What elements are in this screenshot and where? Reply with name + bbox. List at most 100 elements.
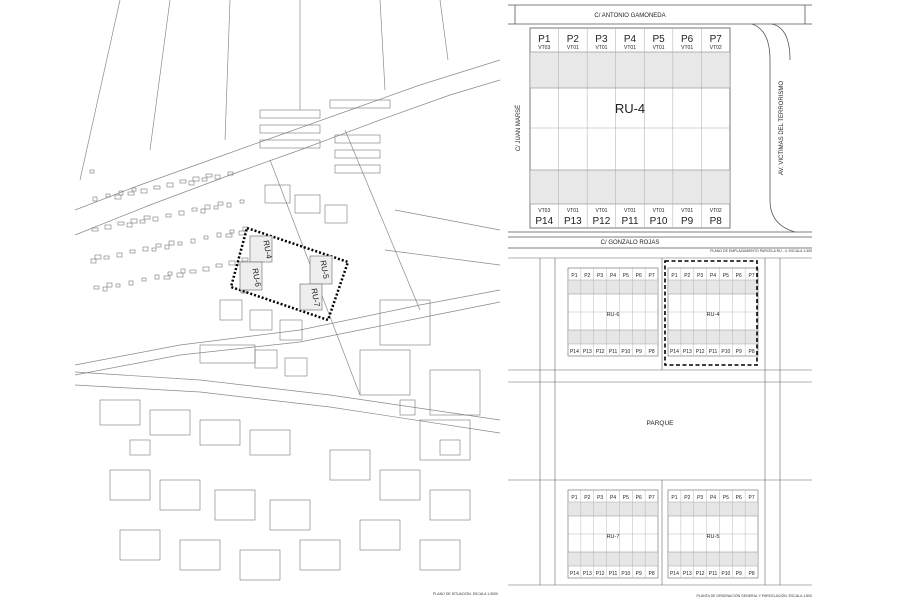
general-top-plot-label: P1 bbox=[571, 273, 577, 279]
general-bottom-plot-label: P14 bbox=[670, 349, 679, 355]
general-top-plot-label: P7 bbox=[649, 495, 655, 501]
detail-bottom-plot-type: VT02 bbox=[710, 208, 722, 214]
general-bottom-plot-label: P10 bbox=[621, 349, 630, 355]
general-highlight-ru4 bbox=[664, 260, 758, 366]
general-bottom-plot-label: P11 bbox=[709, 349, 718, 355]
general-top-plot-label: P3 bbox=[597, 273, 603, 279]
situation-map-blocks bbox=[89, 99, 481, 581]
general-top-plot-label: P2 bbox=[684, 495, 690, 501]
detail-bottom-plot-number: P14 bbox=[535, 216, 553, 227]
situation-label-ru4: RU-4 bbox=[261, 240, 273, 260]
detail-top-plot-type: VT01 bbox=[624, 45, 636, 51]
general-bottom-plot-label: P9 bbox=[636, 571, 642, 577]
general-bottom-plot-label: P13 bbox=[683, 571, 692, 577]
detail-top-plot-number: P6 bbox=[681, 34, 694, 45]
detail-top-plot-number: P2 bbox=[567, 34, 580, 45]
general-bottom-plot-label: P14 bbox=[570, 349, 579, 355]
detail-bottom-plot-type: VT01 bbox=[653, 208, 665, 214]
detail-street-right: AV. VICTIMAS DEL TERRORISMO bbox=[779, 81, 785, 175]
situation-label-ru5: RU-5 bbox=[318, 260, 330, 280]
situation-caption: PLANO DE SITUACIÓN. ESCALA 1:3000 bbox=[433, 591, 498, 596]
detail-bottom-plot-type: VT01 bbox=[681, 208, 693, 214]
detail-street-left: C/ JUAN MARSÉ bbox=[515, 105, 522, 151]
highlighted-parcel-outline bbox=[229, 226, 350, 322]
general-top-plot-label: P4 bbox=[610, 495, 616, 501]
general-bottom-plot-label: P11 bbox=[609, 571, 618, 577]
general-top-plot-label: P1 bbox=[671, 495, 677, 501]
general-bottom-plot-label: P14 bbox=[570, 571, 579, 577]
detail-bottom-plot-type: VT01 bbox=[595, 208, 607, 214]
general-top-plot-label: P1 bbox=[671, 273, 677, 279]
general-park-label: PARQUE bbox=[647, 420, 675, 427]
general-caption: PLANTA DE ORDENACIÓN GENERAL Y PARCELACI… bbox=[696, 593, 812, 598]
detail-top-plot-number: P4 bbox=[624, 34, 637, 45]
detail-top-plot-type: VT01 bbox=[567, 45, 579, 51]
detail-street-top: C/ ANTONIO GAMONEDA bbox=[594, 13, 665, 19]
general-top-plot-label: P6 bbox=[736, 273, 742, 279]
general-block-label: RU-4 bbox=[707, 312, 720, 318]
general-bottom-plot-label: P12 bbox=[696, 571, 705, 577]
detail-bottom-plot-number: P12 bbox=[593, 216, 611, 227]
detail-plan-ru4: C/ ANTONIO GAMONEDA C/ GONZALO ROJAS C/ … bbox=[508, 4, 812, 253]
general-bottom-plot-label: P8 bbox=[649, 571, 655, 577]
general-top-plot-label: P5 bbox=[623, 273, 629, 279]
situation-map: RU-4 RU-6 RU-5 RU-7 PLANO DE SITUACIÓN. … bbox=[74, 0, 501, 597]
detail-bottom-plot-number: P13 bbox=[564, 216, 582, 227]
general-bottom-plot-label: P9 bbox=[636, 349, 642, 355]
general-bottom-plot-label: P8 bbox=[749, 571, 755, 577]
general-bottom-plot-label: P13 bbox=[583, 571, 592, 577]
general-top-plot-label: P7 bbox=[749, 495, 755, 501]
situation-label-ru6: RU-6 bbox=[250, 268, 262, 288]
general-top-plot-label: P4 bbox=[710, 273, 716, 279]
general-block-label: RU-6 bbox=[607, 312, 620, 318]
general-top-plot-label: P3 bbox=[597, 495, 603, 501]
general-bottom-plot-label: P8 bbox=[649, 349, 655, 355]
detail-bottom-plot-number: P10 bbox=[650, 216, 668, 227]
general-top-plot-label: P1 bbox=[571, 495, 577, 501]
general-bottom-plot-label: P12 bbox=[596, 571, 605, 577]
detail-top-plot-number: P1 bbox=[538, 34, 551, 45]
general-bottom-plot-label: P14 bbox=[670, 571, 679, 577]
general-bottom-plot-label: P12 bbox=[596, 349, 605, 355]
detail-top-plot-type: VT01 bbox=[595, 45, 607, 51]
general-top-plot-label: P7 bbox=[649, 273, 655, 279]
general-bottom-plot-label: P11 bbox=[709, 571, 718, 577]
general-bottom-plot-label: P13 bbox=[583, 349, 592, 355]
detail-bottom-plot-number: P8 bbox=[710, 216, 723, 227]
general-bottom-plot-label: P10 bbox=[621, 571, 630, 577]
detail-bottom-plot-number: P11 bbox=[621, 216, 638, 227]
general-bottom-plot-label: P11 bbox=[609, 349, 618, 355]
detail-bottom-plot-type: VT01 bbox=[624, 208, 636, 214]
detail-street-bottom: C/ GONZALO ROJAS bbox=[601, 240, 660, 246]
detail-bottom-plot-type: VT01 bbox=[567, 208, 579, 214]
general-top-plot-label: P4 bbox=[710, 495, 716, 501]
general-block-label: RU-7 bbox=[607, 534, 620, 540]
detail-top-plot-type: VT01 bbox=[653, 45, 665, 51]
general-top-plot-label: P6 bbox=[736, 495, 742, 501]
general-top-plot-label: P2 bbox=[584, 273, 590, 279]
general-top-plot-label: P2 bbox=[684, 273, 690, 279]
detail-parcel-label: RU-4 bbox=[615, 101, 645, 116]
general-top-plot-label: P2 bbox=[584, 495, 590, 501]
general-block-label: RU-5 bbox=[707, 534, 720, 540]
detail-top-plot-number: P7 bbox=[710, 34, 723, 45]
general-bottom-plot-label: P13 bbox=[683, 349, 692, 355]
general-bottom-plot-label: P10 bbox=[721, 571, 730, 577]
general-top-plot-label: P6 bbox=[636, 273, 642, 279]
general-bottom-plot-label: P10 bbox=[721, 349, 730, 355]
detail-bottom-plot-type: VT03 bbox=[538, 208, 550, 214]
general-bottom-plot-label: P9 bbox=[736, 349, 742, 355]
general-bottom-plot-label: P8 bbox=[749, 349, 755, 355]
detail-bottom-plot-number: P9 bbox=[681, 216, 694, 227]
detail-top-plot-type: VT01 bbox=[681, 45, 693, 51]
general-top-plot-label: P4 bbox=[610, 273, 616, 279]
general-top-plot-label: P7 bbox=[749, 273, 755, 279]
general-top-plot-label: P5 bbox=[723, 495, 729, 501]
general-top-plot-label: P5 bbox=[623, 495, 629, 501]
detail-top-plot-labels: P1VT03P2VT01P3VT01P4VT01P5VT01P6VT01P7VT… bbox=[538, 34, 722, 51]
